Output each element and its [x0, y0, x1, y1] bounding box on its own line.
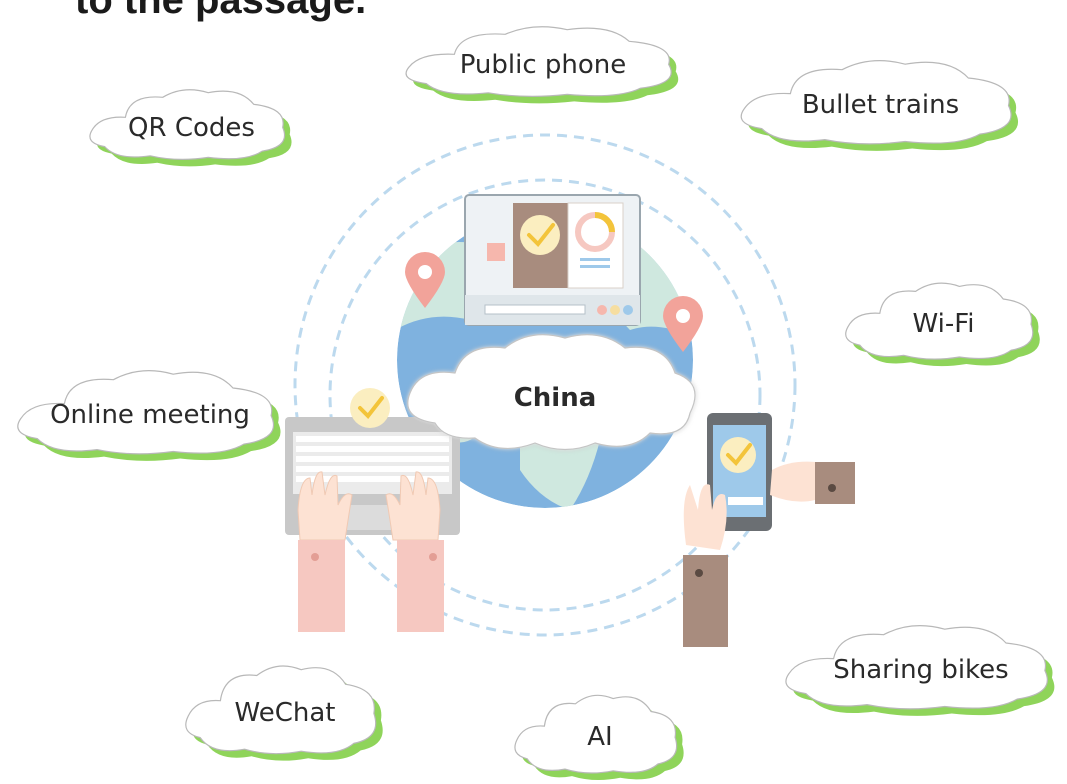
cloud-wifi-label: Wi-Fi: [912, 309, 975, 339]
cloud-qr-codes-label: QR Codes: [128, 112, 255, 143]
inner-dashed-ring: [328, 178, 762, 612]
heading-text: to the passage.: [75, 0, 367, 22]
cloud-bullet-trains: Bullet trains: [733, 55, 1028, 155]
cloud-wifi-shape: [845, 282, 1040, 367]
cloud-wifi: Wi-Fi: [840, 278, 1047, 370]
cloud-wechat-label: WeChat: [234, 697, 336, 728]
center-cloud: [400, 328, 705, 453]
center-label: China: [513, 383, 597, 413]
cloud-public-phone-shape: [405, 26, 679, 104]
cloud-sharing-bikes: Sharing bikes: [778, 620, 1064, 720]
cloud-qr-codes: QR Codes: [84, 85, 299, 170]
cloud-bullet-trains-label: Bullet trains: [801, 90, 960, 120]
cloud-qr-codes-shape: [89, 89, 292, 167]
check-circle-laptop: [350, 388, 390, 428]
cloud-wechat: WeChat: [180, 660, 390, 765]
cloud-bullet-trains-shape: [740, 60, 1019, 151]
cloud-ai: AI: [510, 690, 690, 784]
cloud-online-meeting: Online meeting: [10, 365, 290, 465]
cloud-wechat-shape: [185, 665, 383, 761]
map-pin-left-icon: [405, 252, 445, 308]
cloud-ai-label: AI: [587, 722, 613, 752]
right-hands: [683, 461, 855, 647]
cloud-sharing-bikes-label: Sharing bikes: [833, 655, 1009, 685]
cloud-online-meeting-shape: [17, 370, 281, 461]
cloud-public-phone-label: Public phone: [459, 49, 627, 80]
monitor-icon: [464, 194, 641, 326]
cloud-online-meeting-label: Online meeting: [50, 400, 250, 430]
left-hands: [297, 471, 444, 632]
cloud-sharing-bikes-shape: [785, 625, 1055, 716]
map-pin-right-icon: [663, 296, 703, 352]
cloud-public-phone: Public phone: [398, 22, 688, 107]
outer-dashed-ring: [293, 133, 797, 637]
cloud-ai-shape: [514, 694, 684, 781]
